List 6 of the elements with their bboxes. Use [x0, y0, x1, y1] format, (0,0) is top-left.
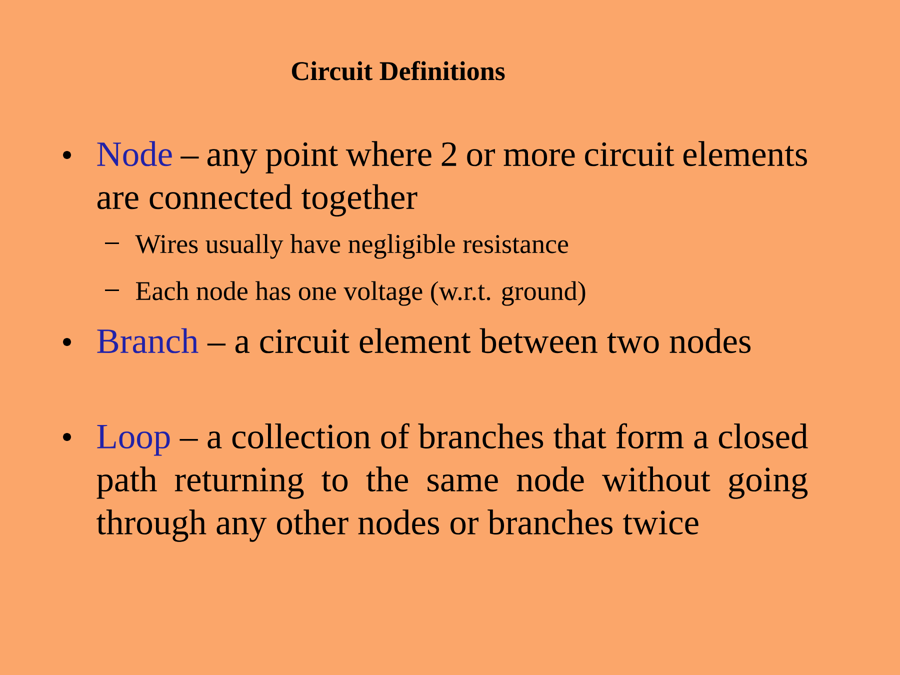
- definition-text: Node – any point where 2 or more circuit elements are connected together: [97, 141, 807, 216]
- definition-text: Branch – a circuit element between two nodes: [97, 328, 751, 354]
- sub-item-text: Each node has one voltage (w.r.t. ground): [136, 281, 586, 306]
- definition-text: Loop – a collection of branches that form a closed path returning to the same node without going through any other nodes or branches twice: [96, 423, 808, 542]
- sub-item-text: Wires usually have negligible resistance: [135, 234, 568, 259]
- slide-title: Circuit Definitions: [292, 60, 505, 80]
